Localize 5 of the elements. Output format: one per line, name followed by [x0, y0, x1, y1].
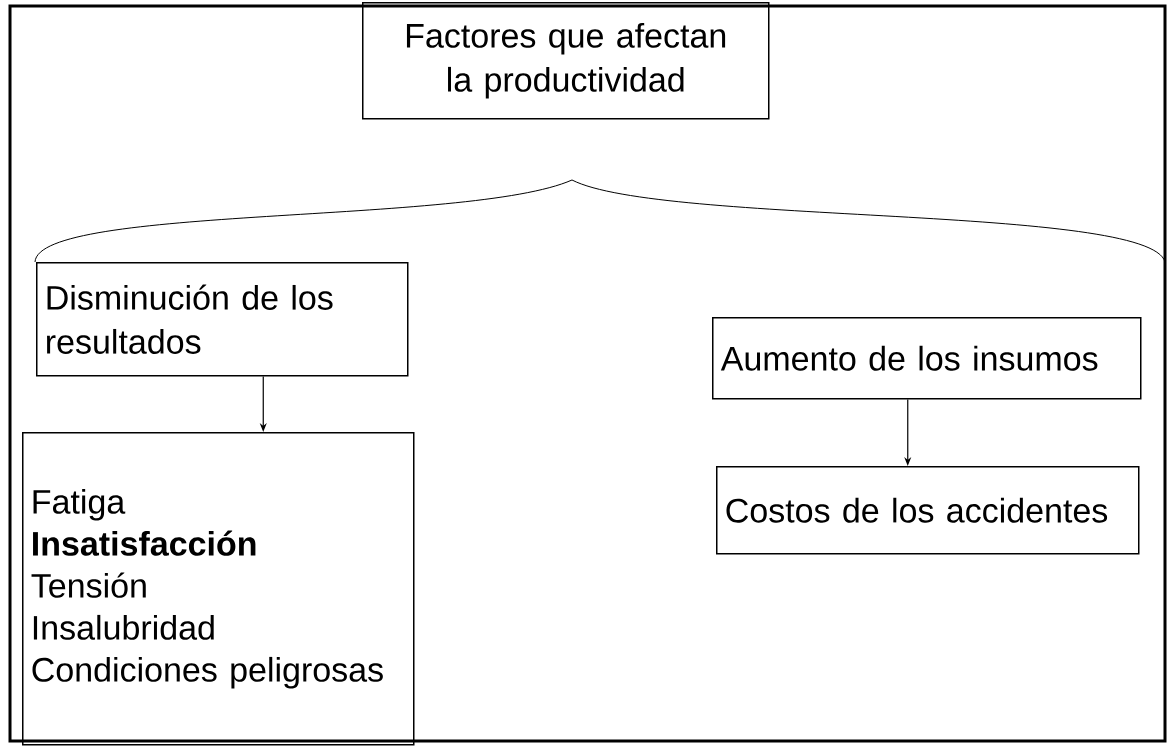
category-box: Disminución de los resultados	[36, 262, 409, 377]
result-box: Costos de los accidentes	[716, 466, 1140, 555]
title-box: Factores que afectan la productividad	[362, 2, 770, 120]
category-box: Aumento de los insumos	[712, 317, 1142, 400]
list-box: Fatiga Insatisfacción Tensión Insalubridad Condiciones peligrosas	[22, 432, 415, 746]
